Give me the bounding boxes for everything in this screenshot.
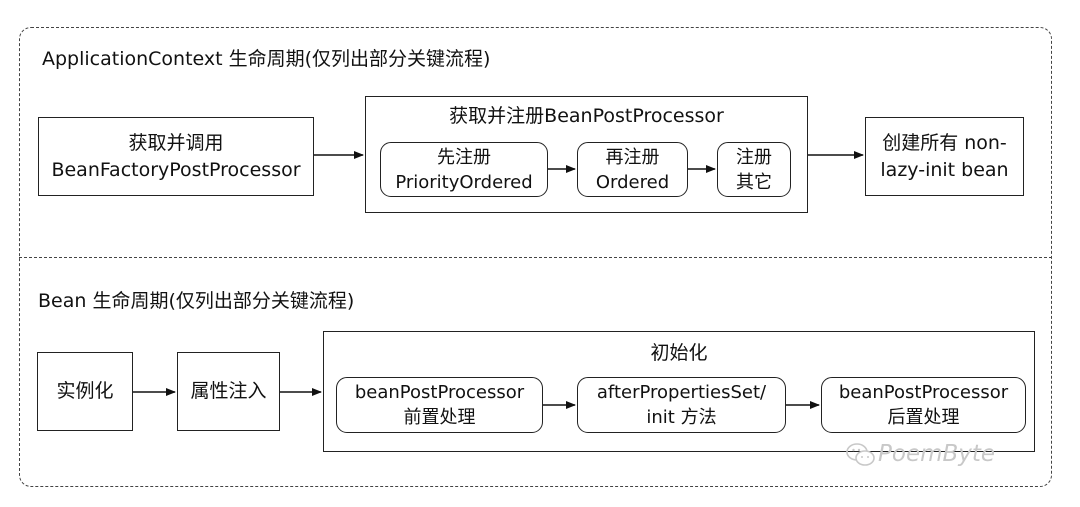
instantiate-label: 实例化 [56, 380, 114, 402]
register-priority-line2: PriorityOrdered [395, 171, 533, 193]
after-properties-set-box: afterPropertiesSet/ init 方法 [577, 377, 786, 433]
wechat-icon [846, 443, 875, 466]
after-props-line1: afterPropertiesSet/ [596, 382, 767, 403]
bpp-after-line2: 后置处理 [887, 407, 960, 428]
register-ordered-box: 再注册 Ordered [577, 142, 688, 197]
register-priority-line1: 先注册 [437, 146, 491, 168]
register-bpp-title: 获取并注册BeanPostProcessor [449, 105, 724, 127]
invoke-bfpp-box: 获取并调用 BeanFactoryPostProcessor [38, 117, 314, 196]
after-props-line2: init 方法 [646, 407, 717, 428]
app-context-title: ApplicationContext 生命周期(仅列出部分关键流程) [42, 48, 491, 70]
create-beans-line1: 创建所有 non- [882, 131, 1007, 154]
watermark-text: PoemByte [878, 441, 996, 467]
populate-properties-label: 属性注入 [190, 380, 267, 402]
bpp-before-line1: beanPostProcessor [354, 382, 525, 403]
register-others-box: 注册 其它 [717, 142, 791, 197]
register-others-line1: 注册 [736, 146, 772, 168]
invoke-bfpp-line2: BeanFactoryPostProcessor [51, 158, 301, 181]
register-ordered-line2: Ordered [595, 171, 670, 193]
bpp-before-init-box: beanPostProcessor 前置处理 [336, 377, 543, 433]
bpp-after-init-box: beanPostProcessor 后置处理 [821, 377, 1026, 433]
bpp-before-line2: 前置处理 [403, 407, 476, 428]
bean-lifecycle-title: Bean 生命周期(仅列出部分关键流程) [38, 290, 355, 312]
populate-properties-box: 属性注入 [177, 352, 280, 431]
register-ordered-line1: 再注册 [605, 146, 660, 168]
section-divider [19, 257, 1052, 258]
register-priority-ordered-box: 先注册 PriorityOrdered [380, 142, 548, 197]
initialization-title: 初始化 [650, 342, 708, 364]
invoke-bfpp-line1: 获取并调用 [128, 131, 224, 154]
instantiate-box: 实例化 [37, 352, 133, 431]
bpp-after-line1: beanPostProcessor [838, 382, 1009, 403]
register-others-line2: 其它 [736, 171, 772, 193]
create-beans-line2: lazy-init bean [880, 158, 1009, 181]
create-non-lazy-beans-box: 创建所有 non- lazy-init bean [865, 117, 1024, 196]
